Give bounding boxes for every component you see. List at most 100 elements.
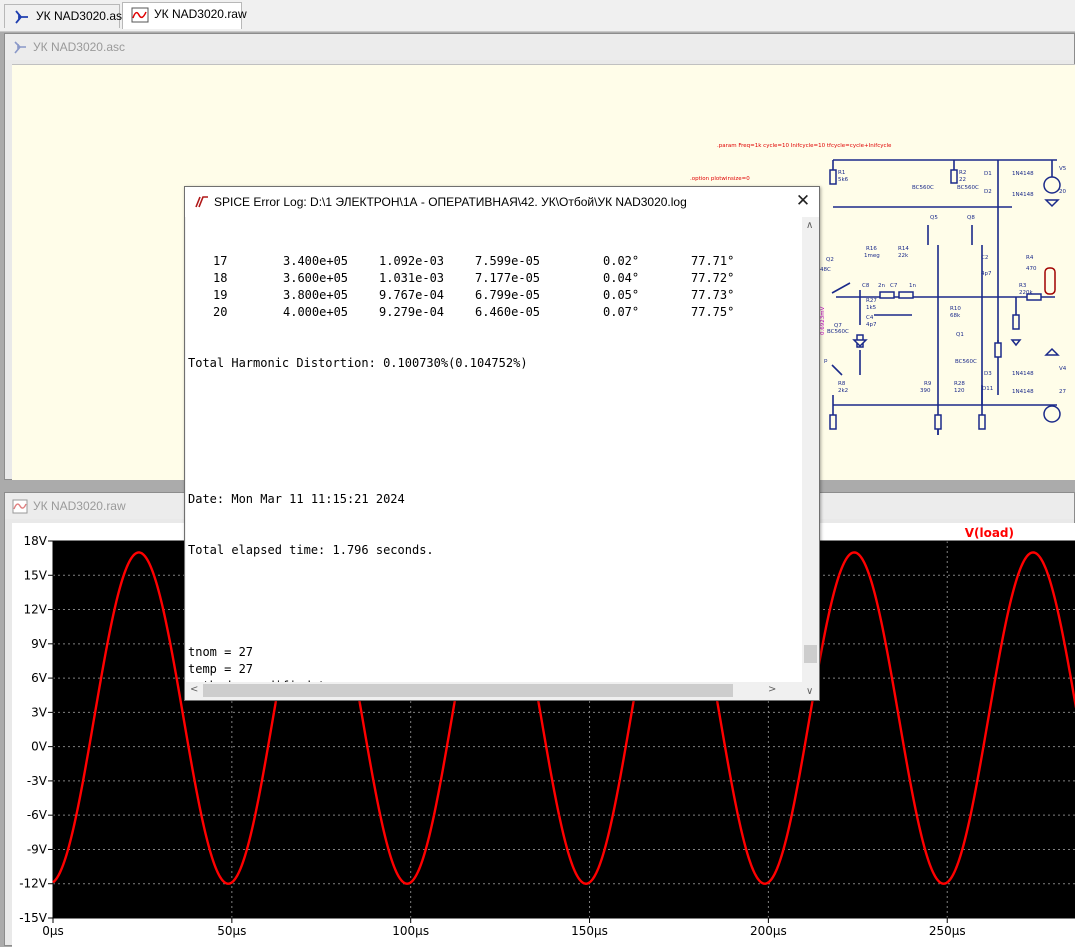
stat-line: tnom = 27 xyxy=(188,645,254,659)
scroll-right-icon[interactable]: > xyxy=(768,684,777,695)
y-tick-label: 0V xyxy=(31,740,48,754)
harmonic-fourier: 9.767e-04 xyxy=(379,288,445,302)
log-dialog-title: SPICE Error Log: D:\1 ЭЛЕКТРОН\1А - ОПЕР… xyxy=(214,195,687,209)
harmonic-freq: 3.800e+05 xyxy=(283,288,349,302)
svg-text:1N4148: 1N4148 xyxy=(1012,192,1034,198)
x-tick-label: 50µs xyxy=(217,924,246,938)
y-tick-label: -15V xyxy=(19,911,48,925)
svg-text:R14: R14 xyxy=(898,246,909,252)
y-tick-label: -6V xyxy=(27,808,48,822)
y-tick-label: 12V xyxy=(24,603,48,617)
svg-text:4p7: 4p7 xyxy=(981,271,992,277)
y-tick-label: -12V xyxy=(19,877,48,891)
svg-text:R3: R3 xyxy=(1019,283,1027,289)
param-directive[interactable]: .param Freq=1k cycle=10 Inifcycle=10 tfc… xyxy=(717,143,892,149)
waveform-window-title: УК NAD3020.raw xyxy=(33,499,126,513)
svg-text:BC560C: BC560C xyxy=(957,185,979,191)
y-tick-label: 18V xyxy=(24,534,48,548)
tab-schematic-label: УК NAD3020.asc xyxy=(36,9,128,23)
harmonic-normphase: 77.72° xyxy=(691,271,735,285)
series-line-vload xyxy=(52,551,1075,885)
directive-texts[interactable]: .param Freq=1k cycle=10 Inifcycle=10 tfc… xyxy=(690,143,892,182)
log-dialog-titlebar[interactable]: SPICE Error Log: D:\1 ЭЛЕКТРОН\1А - ОПЕР… xyxy=(185,187,819,217)
svg-text:R8: R8 xyxy=(838,381,846,387)
svg-text:D11: D11 xyxy=(982,386,993,392)
svg-text:120: 120 xyxy=(954,388,965,394)
vertical-scroll-thumb[interactable] xyxy=(804,645,817,663)
waveform-icon xyxy=(12,499,28,514)
x-tick-label: 200µs xyxy=(750,924,787,938)
date-line: Date: Mon Mar 11 11:15:21 2024 xyxy=(188,492,405,506)
schematic-window-title: УК NAD3020.asc xyxy=(33,40,125,54)
svg-text:2k2: 2k2 xyxy=(838,388,848,394)
harmonic-n: 17 xyxy=(213,254,228,268)
svg-text:C7: C7 xyxy=(890,283,898,289)
document-tab-bar: УК NAD3020.asc УК NAD3020.raw xyxy=(0,0,1075,32)
schematic-icon xyxy=(14,41,26,54)
close-button[interactable]: ✕ xyxy=(792,191,814,213)
svg-text:48C: 48C xyxy=(820,267,831,273)
stat-line: method = modified trap xyxy=(188,678,600,683)
scroll-down-icon[interactable]: ∨ xyxy=(806,686,814,697)
schematic-window-titlebar[interactable]: УК NAD3020.asc xyxy=(5,34,1074,60)
svg-text:D2: D2 xyxy=(984,189,992,195)
option-directive[interactable]: .option plotwinsize=0 xyxy=(690,176,750,182)
x-tick-label: 100µs xyxy=(392,924,429,938)
elapsed-line: Total elapsed time: 1.796 seconds. xyxy=(188,543,434,557)
schematic-drawing[interactable]: .param Freq=1k cycle=10 Inifcycle=10 tfc… xyxy=(12,65,1075,480)
tab-waveform-label: УК NAD3020.raw xyxy=(154,7,247,21)
svg-text:1N4148: 1N4148 xyxy=(1012,371,1034,377)
vertical-scrollbar[interactable]: ∧ ∨ xyxy=(802,217,818,697)
svg-text:4p7: 4p7 xyxy=(866,322,877,328)
svg-text:V5: V5 xyxy=(1059,166,1067,172)
harmonic-freq: 4.000e+05 xyxy=(283,305,349,319)
svg-text:Q1: Q1 xyxy=(956,332,964,338)
y-tick-label: -9V xyxy=(27,842,48,856)
series-label[interactable]: V(load) xyxy=(965,526,1014,540)
ltspice-logo-icon xyxy=(195,196,208,208)
scroll-up-icon[interactable]: ∧ xyxy=(806,220,814,231)
svg-text:0.6923mV: 0.6923mV xyxy=(820,306,826,335)
svg-text:C2: C2 xyxy=(981,255,988,261)
harmonic-norm: 6.799e-05 xyxy=(475,288,541,302)
spice-error-log-dialog: SPICE Error Log: D:\1 ЭЛЕКТРОН\1А - ОПЕР… xyxy=(184,186,820,701)
tab-schematic[interactable]: УК NAD3020.asc xyxy=(4,4,128,28)
svg-text:D1: D1 xyxy=(984,171,992,177)
horizontal-scrollbar[interactable]: < > xyxy=(186,682,803,699)
harmonic-normphase: 77.75° xyxy=(691,305,735,319)
y-tick-label: -3V xyxy=(27,774,48,788)
horizontal-scroll-thumb[interactable] xyxy=(203,684,733,697)
harmonic-normphase: 77.73° xyxy=(691,288,735,302)
svg-text:Q5: Q5 xyxy=(930,215,938,221)
blank-space xyxy=(188,593,600,610)
stat-line: temp = 27 xyxy=(188,662,254,676)
tab-waveform[interactable]: УК NAD3020.raw xyxy=(122,2,247,29)
svg-text:68k: 68k xyxy=(950,313,961,319)
y-tick-label: 6V xyxy=(31,671,48,685)
svg-text:R27: R27 xyxy=(866,298,877,304)
svg-text:2n: 2n xyxy=(878,283,885,289)
harmonic-phase: 0.07° xyxy=(603,305,640,319)
waveform-icon xyxy=(131,7,149,23)
harmonic-normphase: 77.71° xyxy=(691,254,735,268)
svg-text:D3: D3 xyxy=(984,371,992,377)
svg-text:R28: R28 xyxy=(954,381,965,387)
svg-text:R9: R9 xyxy=(924,381,932,387)
x-tick-label: 250µs xyxy=(929,924,966,938)
harmonic-phase: 0.02° xyxy=(603,254,640,268)
harmonic-fourier: 1.092e-03 xyxy=(379,254,445,268)
harmonic-n: 18 xyxy=(213,271,228,285)
svg-text:1N4148: 1N4148 xyxy=(1012,171,1034,177)
harmonic-phase: 0.04° xyxy=(603,271,640,285)
scroll-left-icon[interactable]: < xyxy=(190,684,199,695)
svg-text:R10: R10 xyxy=(950,306,961,312)
y-tick-label: 15V xyxy=(24,568,48,582)
svg-text:BC560C: BC560C xyxy=(955,359,977,365)
svg-text:C8: C8 xyxy=(862,283,870,289)
svg-text:R16: R16 xyxy=(866,246,877,252)
svg-text:R2: R2 xyxy=(959,170,966,176)
